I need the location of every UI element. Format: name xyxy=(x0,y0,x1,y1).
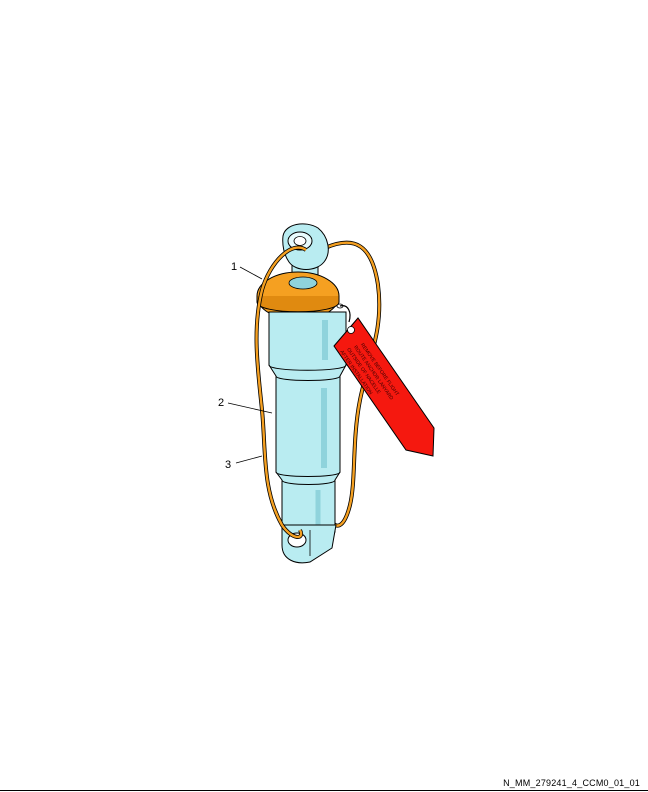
callout-3: 3 xyxy=(225,459,231,471)
figure-reference-code: N_MM_279241_4_CCM0_01_01 xyxy=(503,778,640,788)
warning-flag: REMOVE BEFORE FLIGHT ROUTE ANCHOR LANYAR… xyxy=(333,317,435,457)
lower-clevis xyxy=(281,524,337,564)
bottom-rule xyxy=(0,790,648,791)
callout-2: 2 xyxy=(218,397,224,409)
callout-1: 1 xyxy=(231,261,237,273)
